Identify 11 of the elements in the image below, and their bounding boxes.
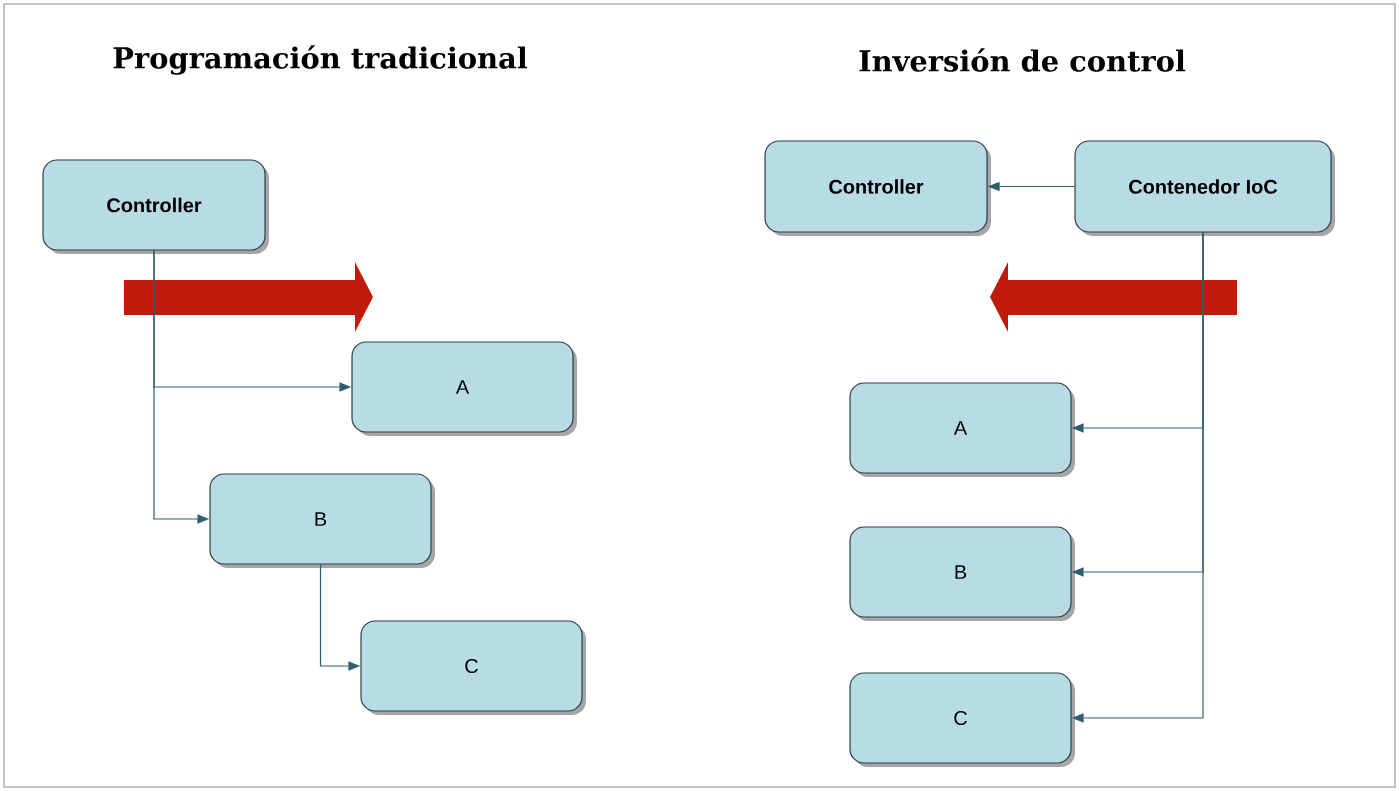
process-box: Controller — [42, 159, 269, 254]
process-box: A — [849, 382, 1075, 477]
panel-title: Inversión de control — [859, 48, 1186, 72]
panel-title: Programación tradicional — [113, 45, 528, 75]
process-box: C — [360, 620, 586, 715]
process-box: A — [351, 341, 577, 436]
process-box: Contenedor IoC — [1074, 140, 1335, 236]
process-box: B — [209, 473, 435, 568]
process-box: B — [849, 526, 1075, 621]
process-box: Controller — [764, 140, 991, 236]
process-box: C — [849, 672, 1075, 767]
